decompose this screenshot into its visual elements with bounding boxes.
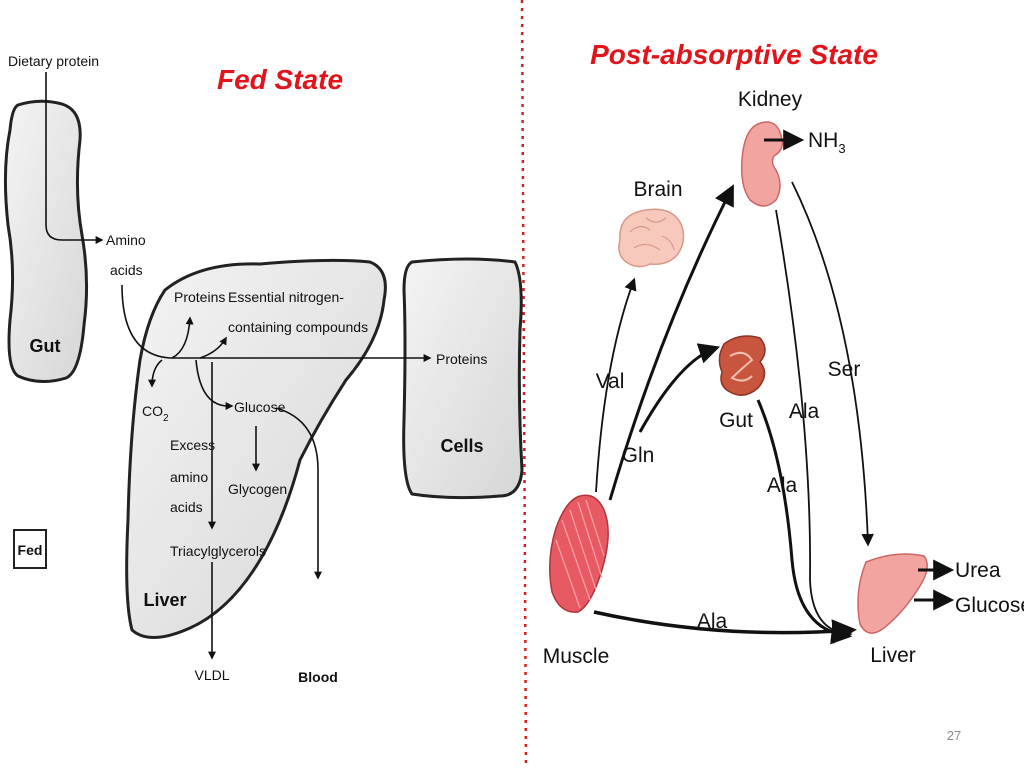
glucose-right-label: Glucose — [955, 594, 1024, 617]
to-proteins-arrow — [171, 316, 194, 359]
brain-folds — [629, 217, 675, 251]
amino-label: Amino — [106, 232, 146, 248]
essential-line2: containing compounds — [228, 319, 368, 335]
liver-icon — [857, 553, 928, 634]
acids-label: acids — [110, 262, 143, 278]
co2-label: CO2 — [142, 403, 169, 424]
to-essential-arrow — [199, 336, 227, 359]
val-label: Val — [596, 370, 625, 393]
section-divider — [520, 0, 528, 768]
glycogen-label: Glycogen — [228, 481, 287, 497]
gut-right-label: Gut — [719, 409, 753, 432]
liver-right-label: Liver — [870, 644, 916, 667]
dietary-protein-label: Dietary protein — [8, 53, 99, 69]
vldl-label: VLDL — [194, 667, 229, 683]
excess-line2: amino — [170, 469, 208, 485]
gut-to-liver-arrow — [756, 399, 853, 645]
essential-line1: Essential nitrogen- — [228, 289, 344, 305]
liver-label: Liver — [143, 590, 186, 610]
fed-badge-label: Fed — [18, 542, 43, 558]
muscle-to-gut-arrow — [638, 343, 720, 433]
post-absorptive-title: Post-absorptive State — [590, 39, 878, 70]
excess-line1: Excess — [170, 437, 215, 453]
brain-icon — [618, 208, 685, 268]
brain-label: Brain — [633, 178, 682, 201]
fed-state-title: Fed State — [217, 64, 343, 95]
muscle-icon — [549, 494, 609, 613]
proteins-cells-label: Proteins — [436, 351, 487, 367]
muscle-to-brain-arrow — [595, 277, 637, 493]
gln-label: Gln — [622, 444, 655, 467]
glucose-label: Glucose — [234, 399, 286, 415]
proteins-liver-label: Proteins — [174, 289, 225, 305]
triacylglycerols-label: Triacylglycerols — [170, 543, 266, 559]
to-co2-arrow — [148, 359, 163, 388]
nh3-label: NH3 — [808, 129, 846, 156]
gut-label: Gut — [30, 336, 61, 356]
fed-badge-box — [13, 529, 47, 569]
muscle-fibers — [555, 499, 605, 609]
muscle-to-kidney-arrow — [608, 184, 734, 501]
ser-label: Ser — [828, 358, 861, 381]
blood-label: Blood — [298, 669, 338, 685]
gut-shape — [3, 99, 89, 383]
excess-line3: acids — [170, 499, 203, 515]
ala-bottom-label: Ala — [697, 610, 728, 633]
page-number: 27 — [947, 728, 961, 743]
kidney-label: Kidney — [738, 88, 803, 111]
kidney-icon — [740, 121, 784, 207]
to-glucose-arrow — [195, 359, 234, 410]
muscle-to-liver-arrow — [593, 610, 857, 644]
urea-label: Urea — [955, 559, 1001, 582]
dietary-protein-arrow — [45, 72, 104, 244]
muscle-label: Muscle — [543, 645, 610, 668]
kidney-to-liver-ala-arrow — [775, 209, 853, 640]
cells-label: Cells — [440, 436, 483, 456]
gut-icon — [718, 335, 766, 396]
gut-coils — [729, 351, 754, 382]
cells-shape — [402, 257, 524, 500]
amino-acids-to-proteins-arrow — [121, 284, 432, 362]
ala-gut-label: Ala — [767, 474, 798, 497]
kidney-to-liver-ser-arrow — [791, 181, 874, 547]
glucose-to-blood-arrow — [275, 407, 322, 580]
ala-kidney-label: Ala — [789, 400, 820, 423]
